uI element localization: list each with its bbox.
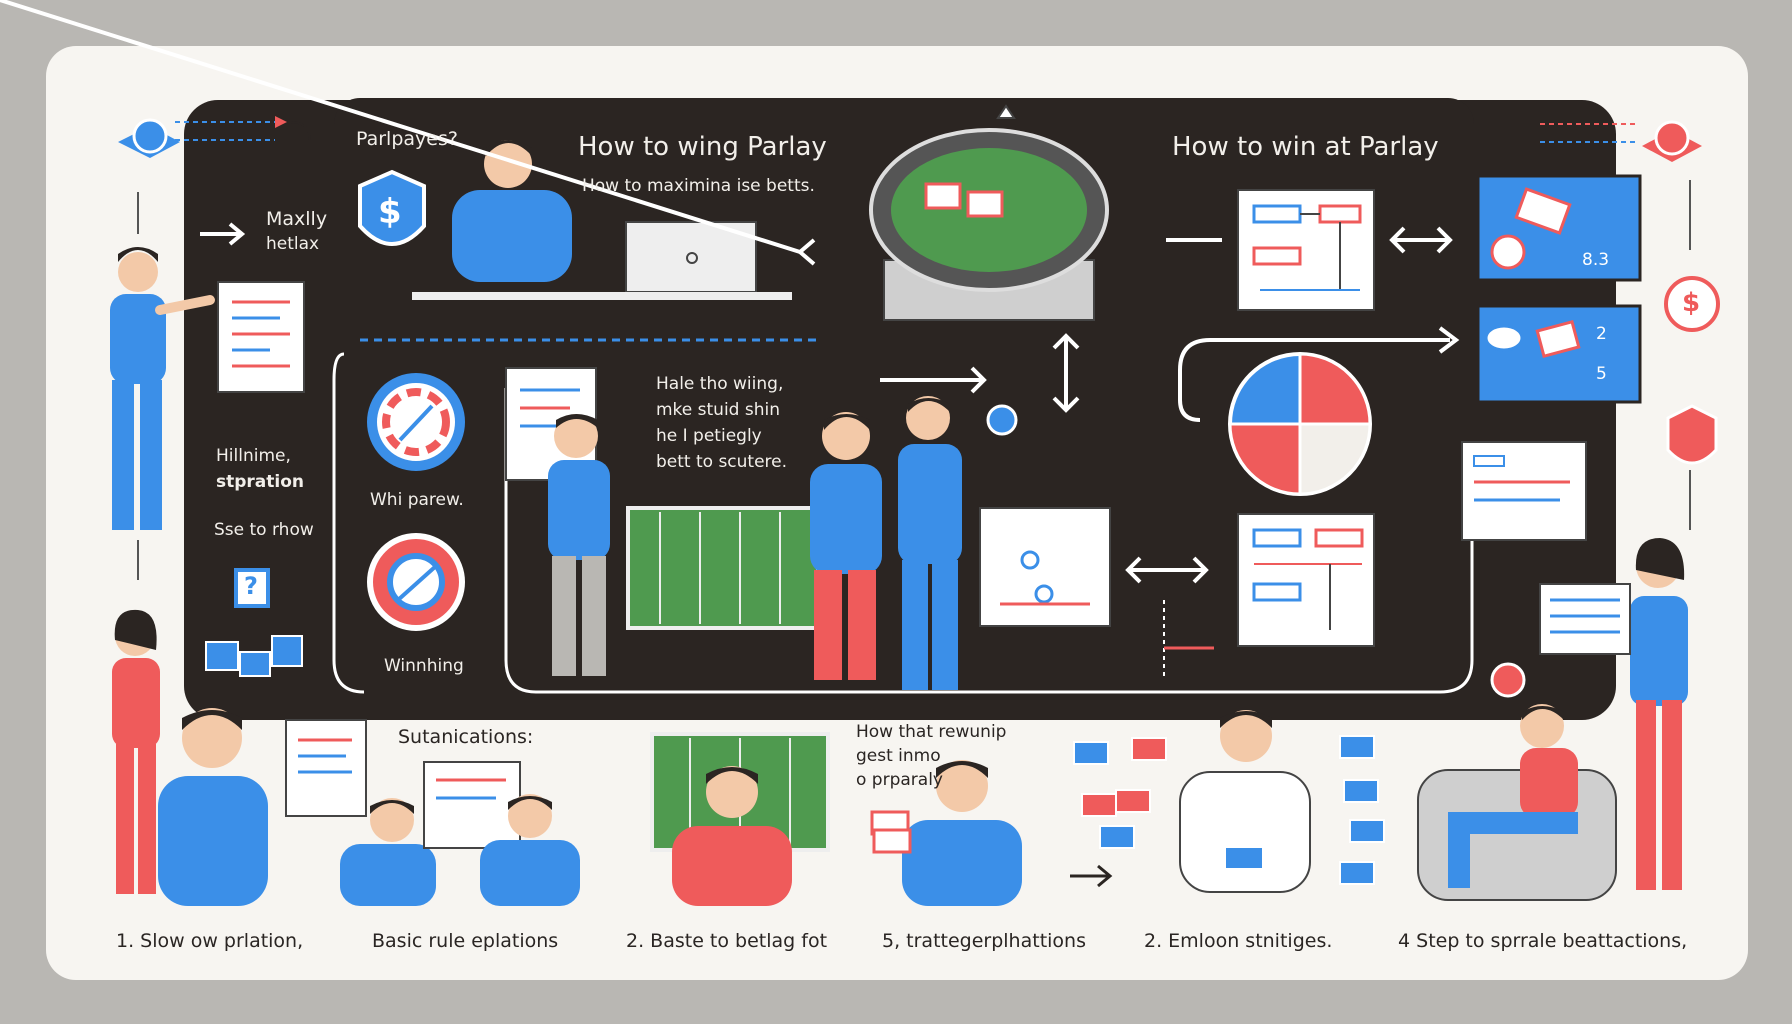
step-6: 4 Step to sprrale beattactions, <box>1398 930 1688 952</box>
chips-bottom-pile <box>1073 735 1385 885</box>
card-value-1: 8.3 <box>1582 250 1610 270</box>
center-note-1: Hale tho wiing, <box>656 374 784 394</box>
lower-mid-2: gest inmo <box>856 746 941 766</box>
value-card-2 <box>1476 304 1642 404</box>
laptop-icon <box>625 221 757 293</box>
question-box-icon <box>234 568 270 608</box>
document-board <box>217 281 305 393</box>
badge-icon-right <box>1642 120 1702 162</box>
notes-sheet <box>285 719 367 817</box>
card-value-3: 5 <box>1596 364 1607 384</box>
center-note-3: he I petiegly <box>656 426 762 446</box>
roulette-wheel-top <box>367 373 465 471</box>
lower-mid-1: How that rewunip <box>856 722 1007 742</box>
center-note-4: bett to scutere. <box>656 452 788 472</box>
question-badge-icon <box>118 118 180 158</box>
left-label-4: stpration <box>216 472 305 492</box>
step-1: 1. Slow ow prlation, <box>116 930 304 952</box>
tag-label: Parlpayes? <box>356 128 458 150</box>
left-label-1: Maxlly <box>266 208 328 230</box>
winning-label: Winnhing <box>384 656 464 676</box>
dollar-coin-icon <box>1664 276 1720 332</box>
subtitle-left: How to maximina ise betts. <box>582 176 815 196</box>
person-bottom-2 <box>340 798 436 906</box>
football-field-center <box>626 506 820 630</box>
dollar-shield-icon <box>358 169 426 246</box>
shield-dollar-glyph: $ <box>378 192 402 232</box>
dollar-glyph: $ <box>1682 288 1701 318</box>
left-label-2: hetlax <box>266 234 320 254</box>
step-5: 2. Emloon stnitiges. <box>1144 930 1333 952</box>
person-bottom-4 <box>672 766 792 906</box>
wheel-label: Whi parew. <box>370 490 464 510</box>
step-4: 5, trattegerplhattions <box>882 930 1086 952</box>
help-glyph: ? <box>244 572 258 600</box>
person-bottom-3 <box>480 794 580 906</box>
person-blue-red-center <box>810 412 882 680</box>
person-bottom-6 <box>1179 710 1311 893</box>
pie-chart-icon <box>1228 352 1372 496</box>
person-bottom-1 <box>158 708 268 906</box>
dollar-shield-red-icon <box>1666 404 1718 465</box>
stadium-icon <box>869 128 1109 321</box>
step-2: Basic rule eplations <box>372 930 559 952</box>
cash-stack-bottom <box>870 810 912 854</box>
person-woman-right <box>1630 538 1688 890</box>
person-bottom-5 <box>902 760 1022 906</box>
left-label-3: Hillnime, <box>216 446 291 466</box>
center-note-2: mke stuid shin <box>656 400 781 420</box>
info-card-right <box>1461 441 1587 541</box>
play-diagram-card <box>979 507 1111 627</box>
roulette-wheel-bottom <box>367 533 465 631</box>
lower-mid-3: o prparaly <box>856 770 943 790</box>
person-on-couch <box>1417 704 1617 901</box>
lower-left-label: Sutanications: <box>398 726 534 748</box>
person-woman-left <box>112 609 160 894</box>
flowchart-card-2 <box>1237 513 1375 647</box>
title-right: How to win at Parlay <box>1172 132 1439 162</box>
flowchart-card-1 <box>1237 189 1375 311</box>
left-label-5: Sse to rhow <box>214 520 314 540</box>
step-3: 2. Baste to betlag fot <box>626 930 828 952</box>
person-holding-coin <box>898 396 1018 690</box>
title-left: How to wing Parlay <box>578 132 827 162</box>
chip-stack-left <box>205 635 303 677</box>
person-at-laptop <box>452 140 572 282</box>
person-pointing <box>548 414 610 676</box>
card-value-2: 2 <box>1596 324 1607 344</box>
person-presenter-left <box>110 247 215 530</box>
